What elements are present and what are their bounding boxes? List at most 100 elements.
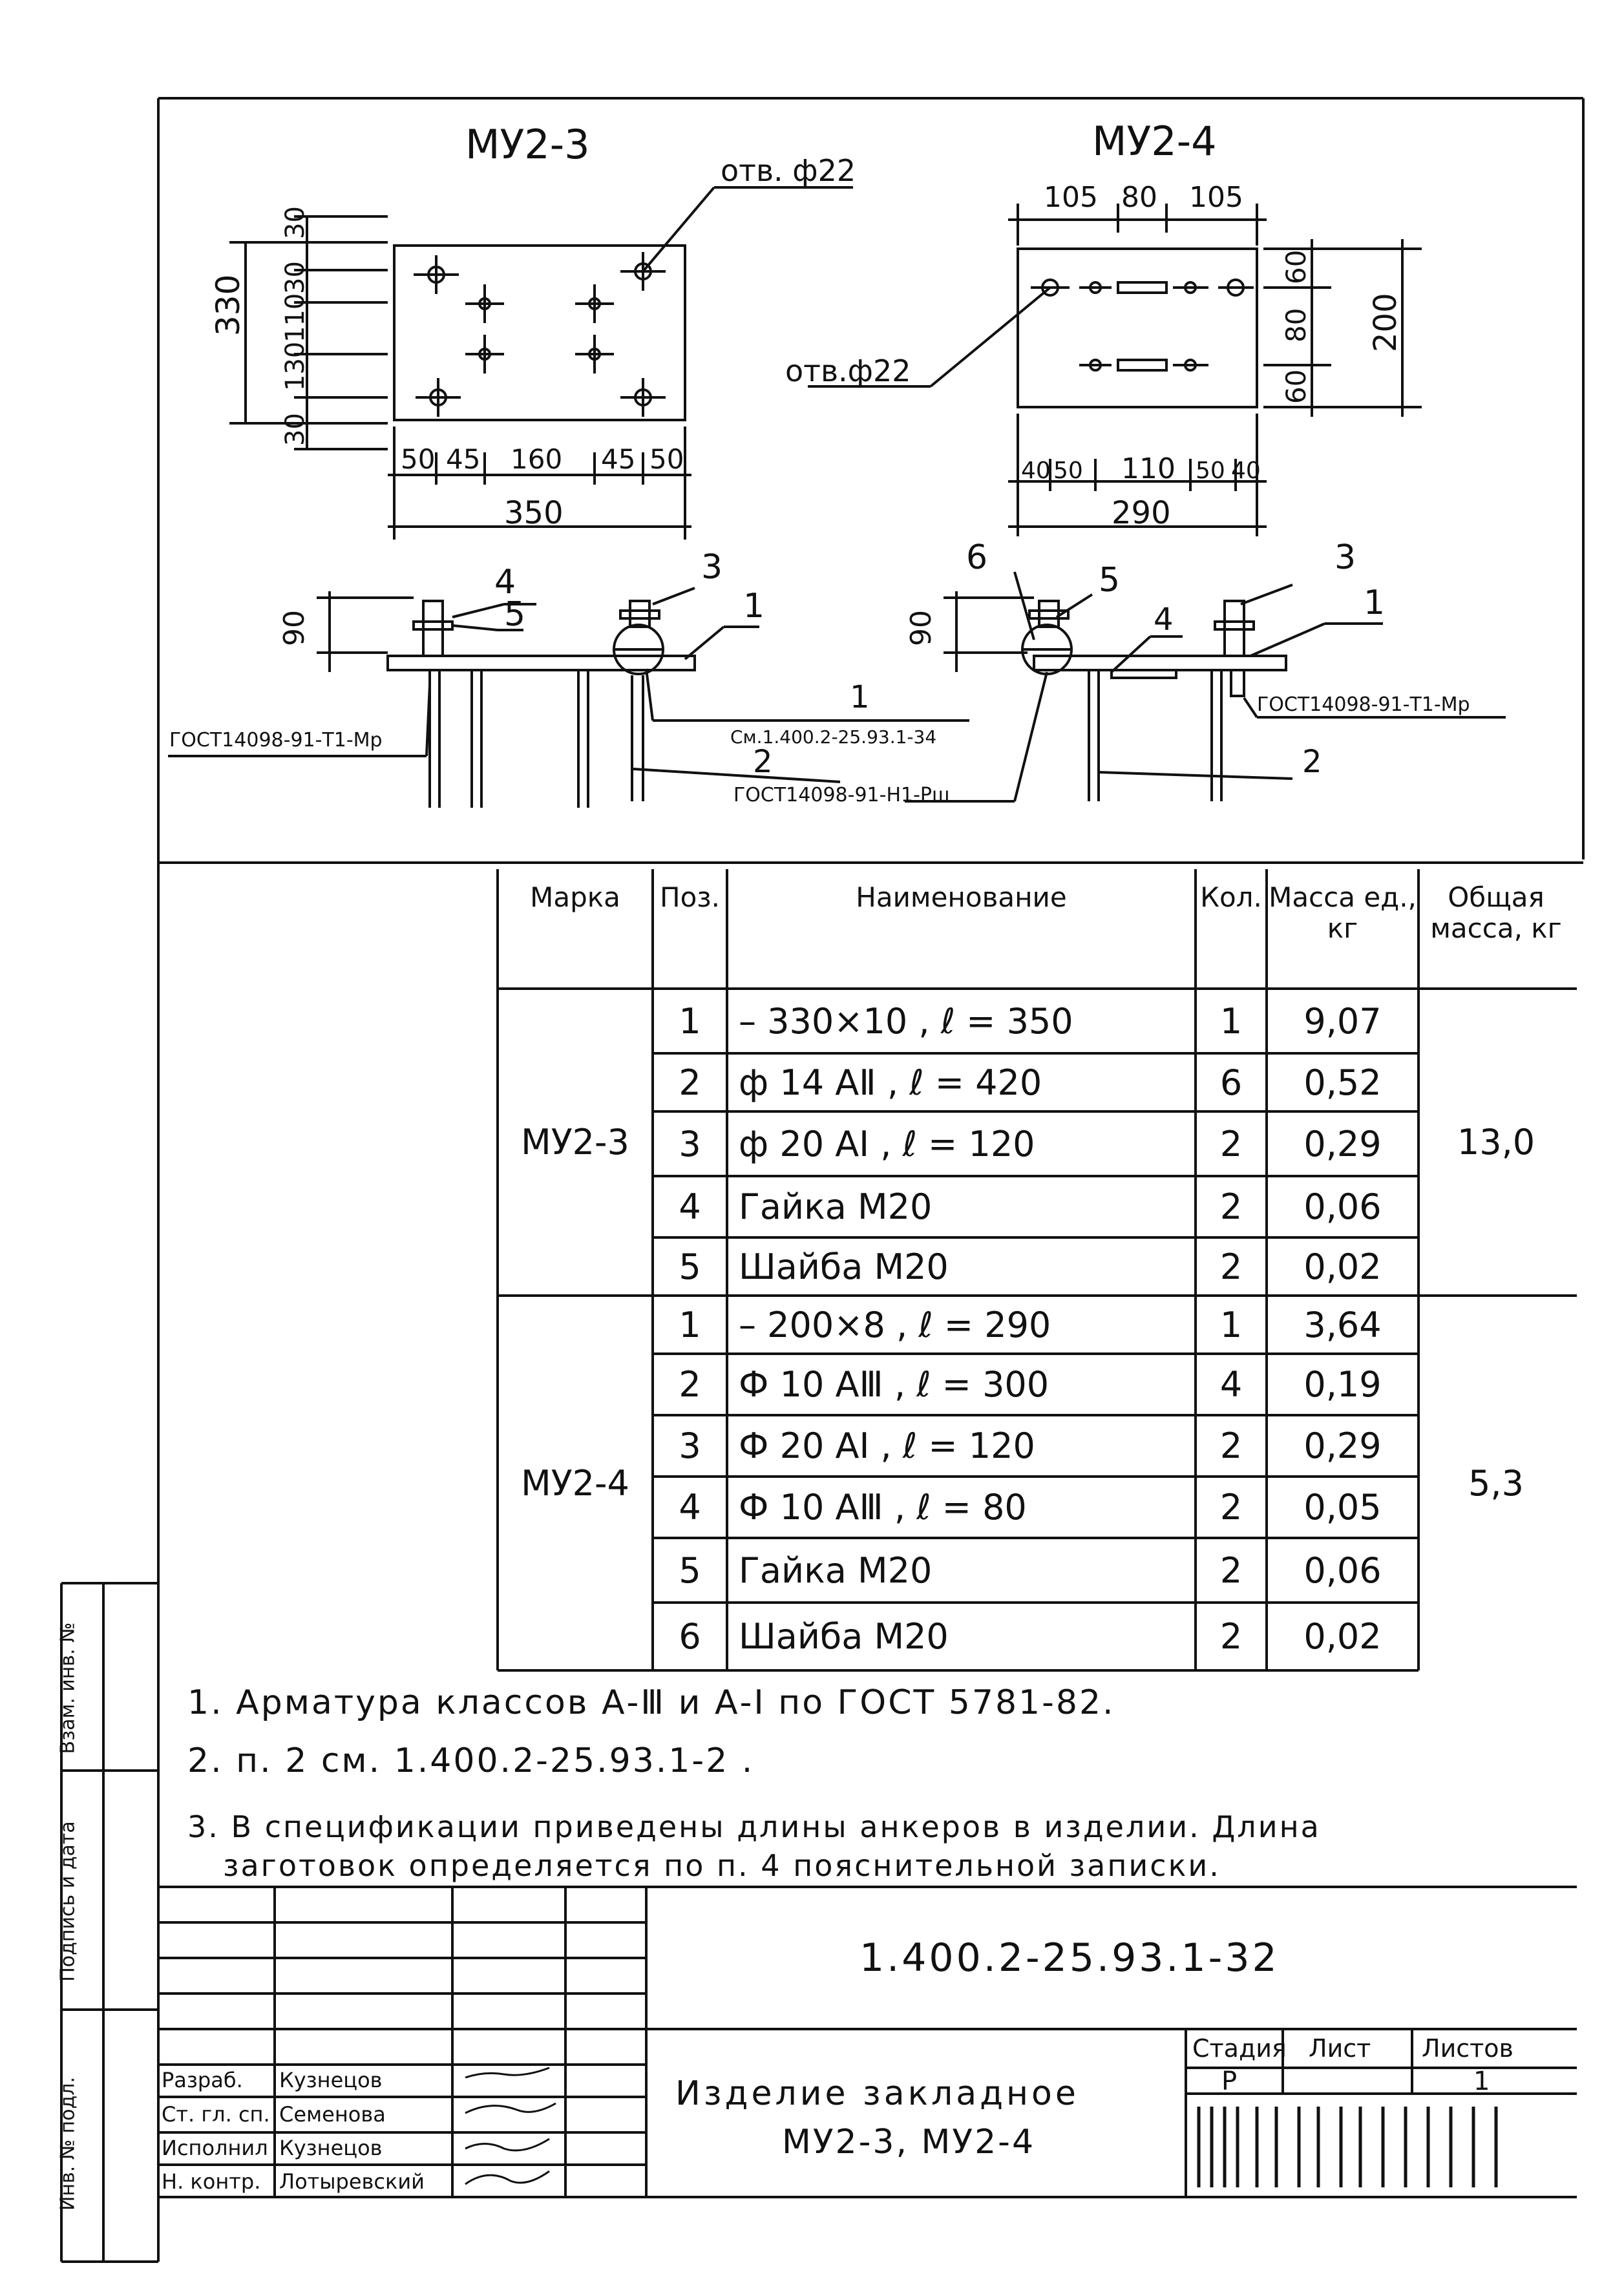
note-2: 2. п. 2 см. 1.400.2-25.93.1-2 . bbox=[187, 1741, 755, 1780]
mu23-dim-bolt: 90 bbox=[278, 610, 311, 646]
mu23-dim-v0: 30 bbox=[280, 206, 310, 239]
header-qty: Кол. bbox=[1200, 881, 1262, 913]
row-qty: 1 bbox=[1219, 1000, 1243, 1042]
mu23-dim-v3: 130 bbox=[280, 342, 310, 391]
header-mark: Марка bbox=[530, 881, 620, 913]
mu24-dim-h2: 110 bbox=[1121, 452, 1176, 485]
mu24-dim-v2: 60 bbox=[1280, 370, 1312, 404]
stamp-inv-swap: Взам. инв. № bbox=[56, 1622, 79, 1754]
stamp-sign-date: Подпись и дата bbox=[56, 1821, 79, 1982]
name-developer: Кузнецов bbox=[279, 2068, 383, 2092]
row-qty: 2 bbox=[1219, 1426, 1243, 1466]
row-qty: 2 bbox=[1219, 1616, 1243, 1657]
row-qty: 2 bbox=[1219, 1186, 1243, 1227]
row-qty: 4 bbox=[1219, 1364, 1243, 1405]
mu23-holes bbox=[414, 252, 666, 417]
row-qty: 2 bbox=[1219, 1246, 1243, 1287]
gost-right: ГОСТ14098-91-Т1-Мр bbox=[1257, 693, 1470, 716]
row-name: – 330×10 , ℓ = 350 bbox=[739, 1000, 1073, 1042]
row-pos: 2 bbox=[679, 1364, 701, 1405]
row-qty: 2 bbox=[1219, 1123, 1243, 1164]
hole-label-right: отв.ф22 bbox=[785, 353, 911, 388]
row-name: ф 14 АⅡ , ℓ = 420 bbox=[739, 1062, 1042, 1103]
row-name: Ф 10 АⅢ , ℓ = 80 bbox=[739, 1487, 1027, 1528]
row-qty: 1 bbox=[1219, 1304, 1243, 1345]
pos-label-5-left: 5 bbox=[504, 595, 525, 634]
sheet-value: 1 bbox=[1473, 2067, 1490, 2096]
row-mass: 0,06 bbox=[1303, 1186, 1382, 1227]
mu24-dim-h1: 50 bbox=[1053, 458, 1083, 484]
gost-left: ГОСТ14098-91-Т1-Мр bbox=[169, 729, 383, 752]
mark-mu24: МУ2-4 bbox=[521, 1462, 629, 1504]
row-name: Шайба М20 bbox=[739, 1246, 949, 1287]
role-executor: Исполнил bbox=[162, 2136, 268, 2160]
spec-table-grid bbox=[158, 861, 1583, 1672]
mu24-dim-v0: 60 bbox=[1280, 250, 1312, 284]
mu23-dim-v4: 30 bbox=[280, 413, 310, 446]
mu23-dim-v2: 110 bbox=[280, 293, 310, 342]
organization-logo bbox=[1197, 2107, 1498, 2187]
mu24-title: МУ2-4 bbox=[1092, 118, 1217, 165]
row-mass: 0,05 bbox=[1303, 1487, 1382, 1528]
pos-label-2-mid: 2 bbox=[753, 744, 773, 780]
row-name: Ф 20 АⅠ , ℓ = 120 bbox=[739, 1426, 1035, 1466]
header-mass-total: Общая масса, кг bbox=[1430, 881, 1562, 945]
row-mass: 0,52 bbox=[1303, 1062, 1382, 1103]
name-chief-specialist: Семенова bbox=[279, 2102, 386, 2127]
pos-label-5-right: 5 bbox=[1099, 561, 1120, 600]
row-name: ф 20 АⅠ , ℓ = 120 bbox=[739, 1123, 1035, 1164]
mu24-dim-top2: 105 bbox=[1189, 181, 1243, 214]
total-mu23: 13,0 bbox=[1457, 1122, 1535, 1163]
role-developer: Разраб. bbox=[162, 2068, 243, 2092]
row-pos: 1 bbox=[679, 1000, 701, 1042]
pos-label-3-left: 3 bbox=[701, 548, 722, 587]
pos-label-4-left: 4 bbox=[494, 563, 516, 602]
document-title: Изделие закладное bbox=[675, 2074, 1079, 2113]
mu23-section bbox=[168, 587, 969, 808]
note-3: 3. В спецификации приведены длины анкеро… bbox=[187, 1809, 1321, 1844]
mu24-dim-width-total: 290 bbox=[1112, 495, 1171, 531]
mu24-dim-h0: 40 bbox=[1021, 458, 1051, 484]
row-mass: 0,02 bbox=[1303, 1616, 1382, 1657]
row-mass: 9,07 bbox=[1303, 1000, 1382, 1042]
row-name: Гайка М20 bbox=[739, 1186, 933, 1227]
sheets-label: Листов bbox=[1422, 2034, 1513, 2063]
document-subtitle: МУ2-3, МУ2-4 bbox=[782, 2123, 1036, 2162]
pos-label-4-right: 4 bbox=[1154, 602, 1174, 638]
row-pos: 5 bbox=[679, 1246, 701, 1287]
row-mass: 0,06 bbox=[1303, 1550, 1382, 1591]
ref-see: См.1.400.2-25.93.1-34 bbox=[730, 726, 936, 748]
mu23-dim-h4: 50 bbox=[649, 443, 684, 475]
signatures bbox=[465, 2067, 556, 2185]
role-norm-control: Н. контр. bbox=[162, 2169, 261, 2194]
pos-label-1-left: 1 bbox=[743, 587, 765, 626]
row-name: Шайба М20 bbox=[739, 1616, 949, 1657]
note-1: 1. Арматура классов А-Ⅲ и А-Ⅰ по ГОСТ 57… bbox=[187, 1683, 1115, 1722]
header-mass-unit: Масса ед., кг bbox=[1269, 881, 1417, 945]
mu24-dim-top0: 105 bbox=[1044, 181, 1098, 214]
row-mass: 0,29 bbox=[1303, 1426, 1382, 1466]
mu23-dim-h0: 50 bbox=[401, 443, 435, 475]
header-pos: Поз. bbox=[660, 881, 720, 913]
mu23-title: МУ2-3 bbox=[465, 121, 590, 168]
total-mu24: 5,3 bbox=[1468, 1462, 1524, 1504]
mu24-dim-h4: 40 bbox=[1231, 458, 1261, 484]
stamp-inv-orig: Инв. № подл. bbox=[56, 2077, 79, 2211]
note-3-cont: заготовок определяется по п. 4 пояснител… bbox=[223, 1848, 1221, 1883]
mu24-section bbox=[905, 571, 1506, 803]
row-pos: 3 bbox=[679, 1123, 701, 1164]
title-block-grid bbox=[158, 1886, 1577, 2198]
header-name: Наименование bbox=[856, 881, 1067, 913]
pos-label-1-mid: 1 bbox=[850, 679, 870, 715]
mu23-dim-h1: 45 bbox=[446, 443, 480, 475]
row-pos: 1 bbox=[679, 1304, 701, 1345]
mu24-dim-bolt: 90 bbox=[905, 610, 938, 646]
row-name: Ф 10 АⅢ , ℓ = 300 bbox=[739, 1364, 1049, 1405]
sheet-label: Лист bbox=[1309, 2034, 1371, 2063]
row-name: – 200×8 , ℓ = 290 bbox=[739, 1304, 1051, 1345]
row-pos: 4 bbox=[679, 1186, 701, 1227]
mu23-dim-h3: 45 bbox=[601, 443, 635, 475]
row-mass: 0,29 bbox=[1303, 1123, 1382, 1164]
